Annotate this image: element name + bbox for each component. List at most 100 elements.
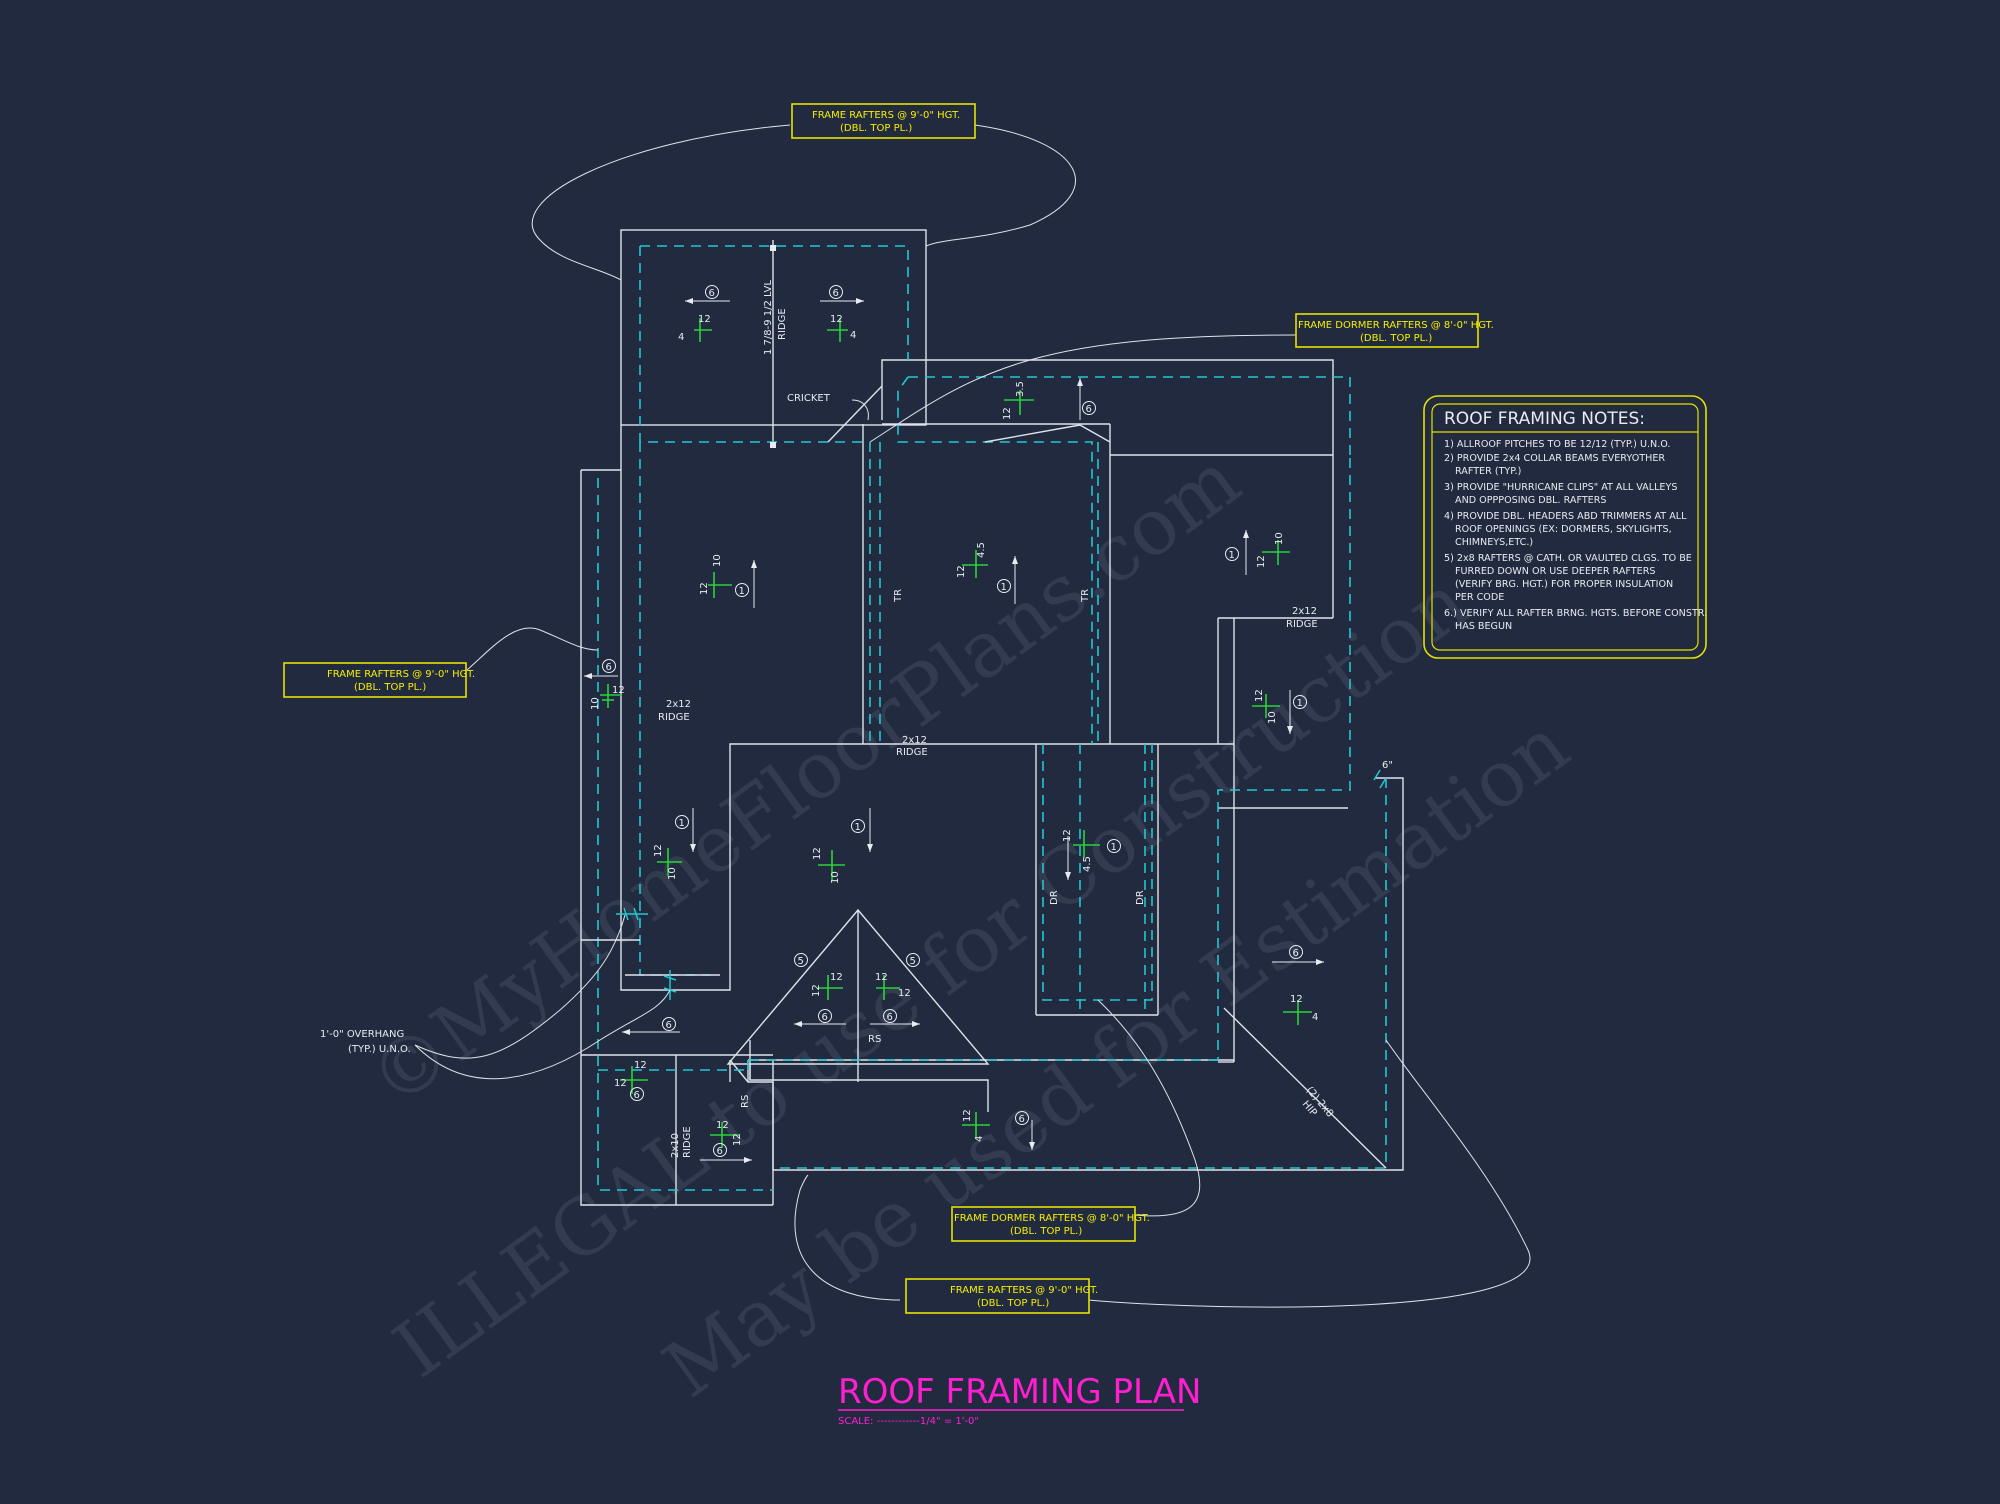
symbol-6: 6 (622, 1017, 680, 1035)
callout-dormer-bottom: FRAME DORMER RAFTERS @ 8'-0" HGT. (DBL. … (951, 1206, 1150, 1242)
notes-line: 2) PROVIDE 2x4 COLLAR BEAMS EVERYOTHER (1444, 453, 1665, 464)
svg-text:6: 6 (887, 1012, 893, 1023)
svg-text:10: 10 (1267, 711, 1278, 724)
svg-text:6: 6 (634, 1090, 640, 1101)
svg-text:1: 1 (679, 818, 685, 829)
symbol-5: 5 (794, 953, 808, 967)
notes-line: PER CODE (1455, 592, 1504, 603)
symbol-1: 1 (851, 808, 873, 852)
svg-text:10: 10 (667, 867, 678, 880)
pitch-marker: 4.5 12 (956, 542, 988, 578)
notes-line: AND OPPPOSING DBL. RAFTERS (1455, 495, 1607, 506)
svg-text:4: 4 (678, 332, 684, 343)
svg-text:12: 12 (699, 582, 710, 595)
notes-line: HAS BEGUN (1455, 621, 1512, 632)
svg-text:6: 6 (709, 288, 715, 299)
scale-text: SCALE: ------------1/4" = 1'-0" (838, 1416, 979, 1427)
symbol-6: 6 (584, 659, 618, 679)
callout-dormer-top-line2: (DBL. TOP PL.) (1360, 333, 1432, 344)
overhang-line2: (TYP.) U.N.O. (348, 1044, 411, 1055)
ridge-label-center: RIDGE (896, 747, 928, 758)
ridge-size-lower: 2x10 (670, 1133, 681, 1158)
svg-text:1: 1 (1297, 698, 1303, 709)
svg-text:12: 12 (830, 314, 843, 325)
callout-dormer-bottom-line1: FRAME DORMER RAFTERS @ 8'-0" HGT. (954, 1213, 1150, 1224)
svg-text:4: 4 (974, 1136, 985, 1142)
notes-line: FURRED DOWN OR USE DEEPER RAFTERS (1455, 566, 1655, 577)
notes-line: 1) ALLROOF PITCHES TO BE 12/12 (TYP.) U.… (1444, 439, 1670, 450)
symbol-6: 6 (1077, 378, 1096, 420)
ridge-label-top: RIDGE (777, 308, 788, 340)
svg-text:6: 6 (822, 1012, 828, 1023)
symbol-6: 6 (630, 1087, 644, 1101)
svg-text:6: 6 (833, 288, 839, 299)
svg-text:12: 12 (962, 1109, 973, 1122)
notes-line: ROOF OPENINGS (EX: DORMERS, SKYLIGHTS, (1455, 524, 1672, 535)
ridge-labels: 1 7/8-9 1/2 LVL RIDGE CRICKET 2x12 RIDGE… (658, 280, 1335, 1158)
pitch-marker: 12 4 (678, 314, 712, 343)
svg-text:12: 12 (875, 972, 888, 983)
symbol-1: 1 (1287, 690, 1307, 734)
symbol-6: 6 (794, 1009, 846, 1027)
pitch-marker: 12 10 (1252, 689, 1280, 724)
notes-line: 3) PROVIDE "HURRICANE CLIPS" AT ALL VALL… (1444, 482, 1677, 493)
pitch-marker: 12 12 (811, 972, 843, 1000)
notes-line: 5) 2x8 RAFTERS @ CATH. OR VAULTED CLGS. … (1444, 553, 1692, 564)
pitch-symbols: 6 6 6 1 1 1 1 6 1 1 1 5 5 6 6 6 6 6 6 6 (584, 285, 1324, 1163)
callout-bottom: FRAME RAFTERS @ 9'-0" HGT. (DBL. TOP PL.… (905, 1278, 1098, 1314)
svg-text:12: 12 (830, 972, 843, 983)
svg-text:6: 6 (606, 662, 612, 673)
svg-text:5: 5 (798, 956, 804, 967)
callout-top-line1: FRAME RAFTERS @ 9'-0" HGT. (812, 110, 960, 121)
svg-text:1: 1 (1001, 582, 1007, 593)
pitch-marker: 10 12 (699, 554, 732, 598)
pitch-marker: 12 4 (1283, 994, 1318, 1025)
svg-text:1: 1 (855, 822, 861, 833)
notes-line: 4) PROVIDE DBL. HEADERS ABD TRIMMERS AT … (1444, 511, 1687, 522)
svg-text:12: 12 (653, 844, 664, 857)
plan-title: ROOF FRAMING PLAN SCALE: ------------1/4… (838, 1372, 1201, 1427)
callout-dormer-bottom-line2: (DBL. TOP PL.) (1010, 1226, 1082, 1237)
svg-text:12: 12 (698, 314, 711, 325)
svg-text:12: 12 (716, 1120, 729, 1131)
title-text: ROOF FRAMING PLAN (838, 1372, 1201, 1412)
pitch-marker: 3.5 12 (1002, 381, 1034, 420)
tr-label-left: TR (893, 589, 904, 603)
svg-text:1: 1 (739, 586, 745, 597)
symbol-1: 1 (735, 560, 757, 608)
notes-line: RAFTER (TYP.) (1455, 466, 1521, 477)
pitch-marker: 12 12 (875, 972, 911, 1000)
svg-text:10: 10 (830, 871, 841, 884)
symbol-6: 6 (1015, 1111, 1035, 1150)
ridge-size-center: 2x12 (902, 735, 927, 746)
pitch-marker: 12 10 (653, 844, 682, 880)
overhang-dim: 6" (1382, 760, 1393, 771)
pitch-marker: 10 12 (590, 684, 625, 710)
symbol-1: 1 (1225, 530, 1249, 575)
notes-line: 6.) VERIFY ALL RAFTER BRNG. HGTS. BEFORE… (1444, 608, 1707, 619)
symbol-6: 6 (820, 285, 864, 304)
callout-left-line2: (DBL. TOP PL.) (354, 682, 426, 693)
svg-text:6: 6 (1293, 948, 1299, 959)
ridge-size-left: 2x12 (666, 699, 691, 710)
callout-bottom-line2: (DBL. TOP PL.) (977, 1298, 1049, 1309)
symbol-1: 1 (1065, 836, 1121, 880)
svg-text:4: 4 (850, 330, 856, 341)
notes-heading: ROOF FRAMING NOTES: (1444, 409, 1645, 429)
svg-text:4.5: 4.5 (1082, 856, 1093, 872)
svg-text:12: 12 (1002, 407, 1013, 420)
pitch-marker: 10 12 (1256, 532, 1290, 568)
symbol-1: 1 (675, 808, 696, 852)
tr-label-right: TR (1080, 589, 1091, 603)
callout-bottom-line1: FRAME RAFTERS @ 9'-0" HGT. (950, 1285, 1098, 1296)
notes-line: CHIMNEYS,ETC.) (1455, 537, 1533, 548)
svg-text:12: 12 (811, 984, 822, 997)
notes-lines: 1) ALLROOF PITCHES TO BE 12/12 (TYP.) U.… (1444, 439, 1707, 632)
callout-top-line2: (DBL. TOP PL.) (840, 123, 912, 134)
ridge-label-lower: RIDGE (682, 1126, 693, 1158)
svg-text:10: 10 (712, 554, 723, 567)
symbol-6: 6 (870, 1009, 920, 1027)
svg-text:12: 12 (614, 1078, 627, 1089)
overhang-line1: 1'-0" OVERHANG (320, 1029, 404, 1040)
